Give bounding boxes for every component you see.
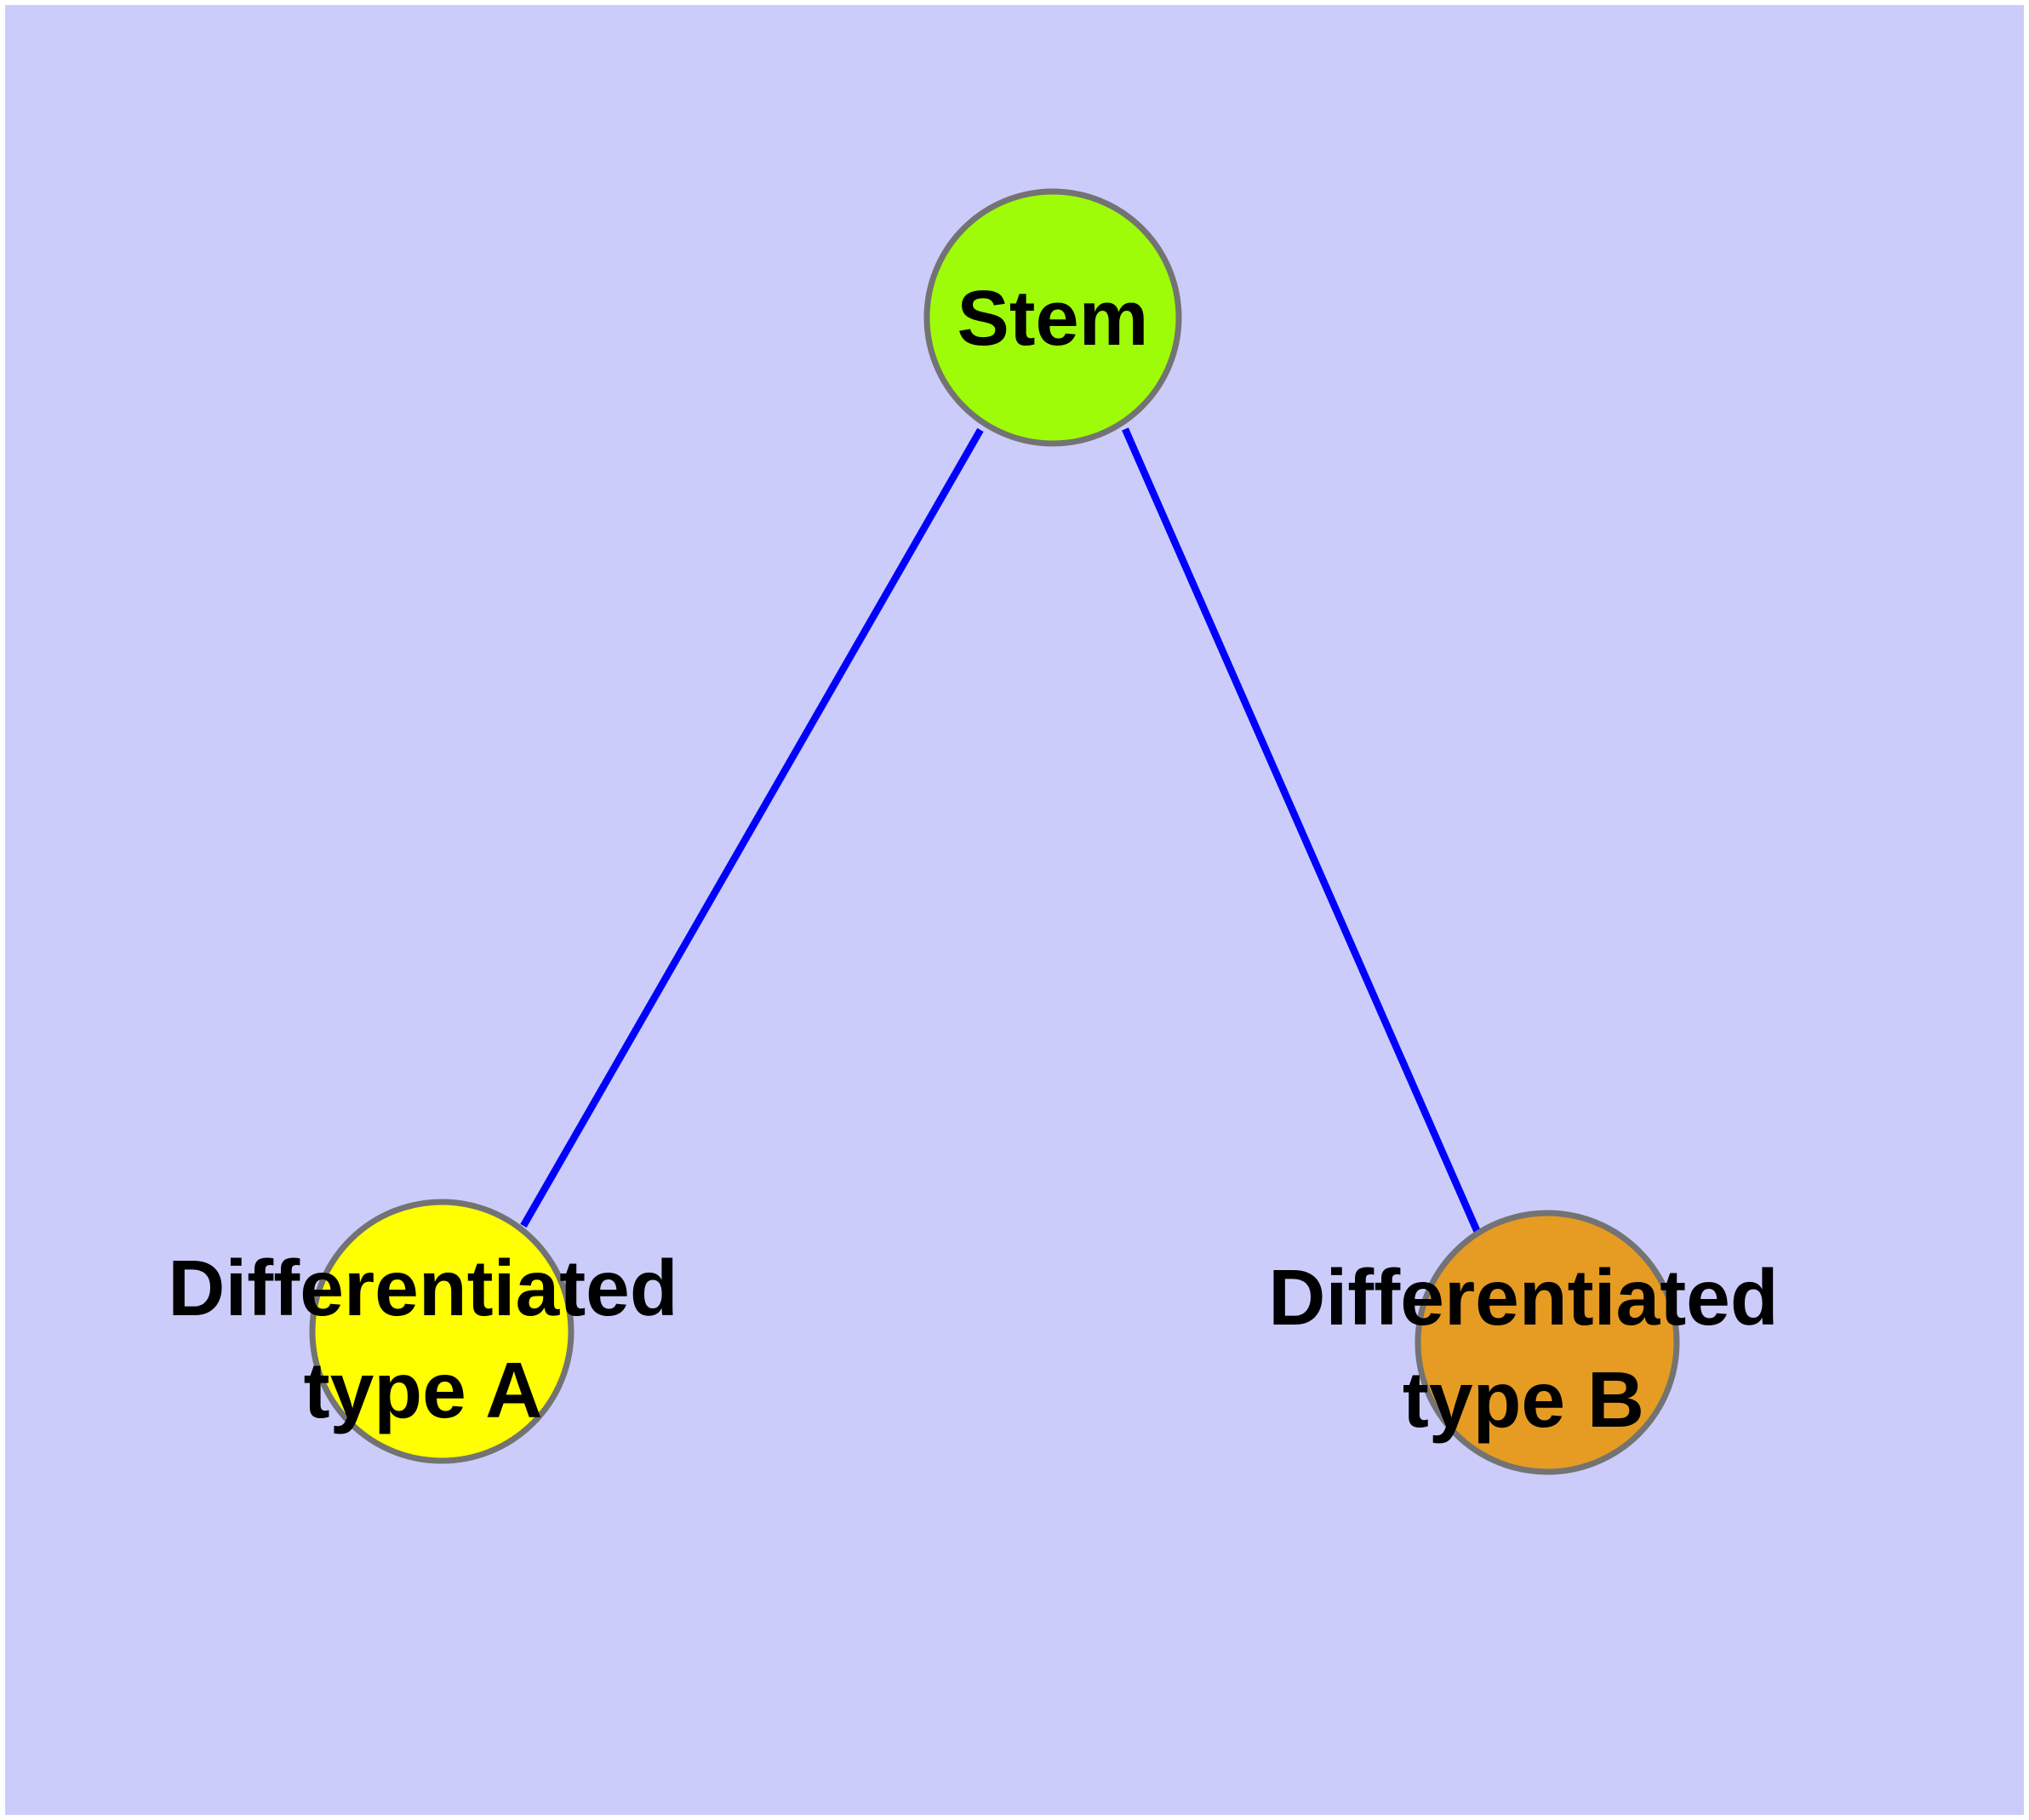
node-diff-a-label-line1: Differentiated [168,1244,677,1332]
nodes-layer [309,188,1680,1475]
edge-stem-to-diff-a[interactable] [520,427,984,1228]
node-diff-a-label-line2: type A [304,1346,543,1434]
labels-layer: Stem Differentiated type A Differentiate… [168,275,1778,1444]
node-diff-b-label-line1: Differentiated [1268,1253,1778,1342]
edges-layer [520,427,1483,1238]
edge-stem-to-diff-b[interactable] [1122,427,1483,1238]
node-diff-a-circle[interactable] [309,1199,574,1464]
node-diff-b-circle[interactable] [1415,1210,1680,1475]
node-stem[interactable] [923,188,1182,447]
node-diff-a[interactable] [309,1199,574,1464]
node-stem-circle[interactable] [923,188,1182,447]
node-stem-label: Stem [957,275,1149,362]
node-diff-b-label-line2: type B [1403,1355,1644,1444]
node-diff-b[interactable] [1415,1210,1680,1475]
